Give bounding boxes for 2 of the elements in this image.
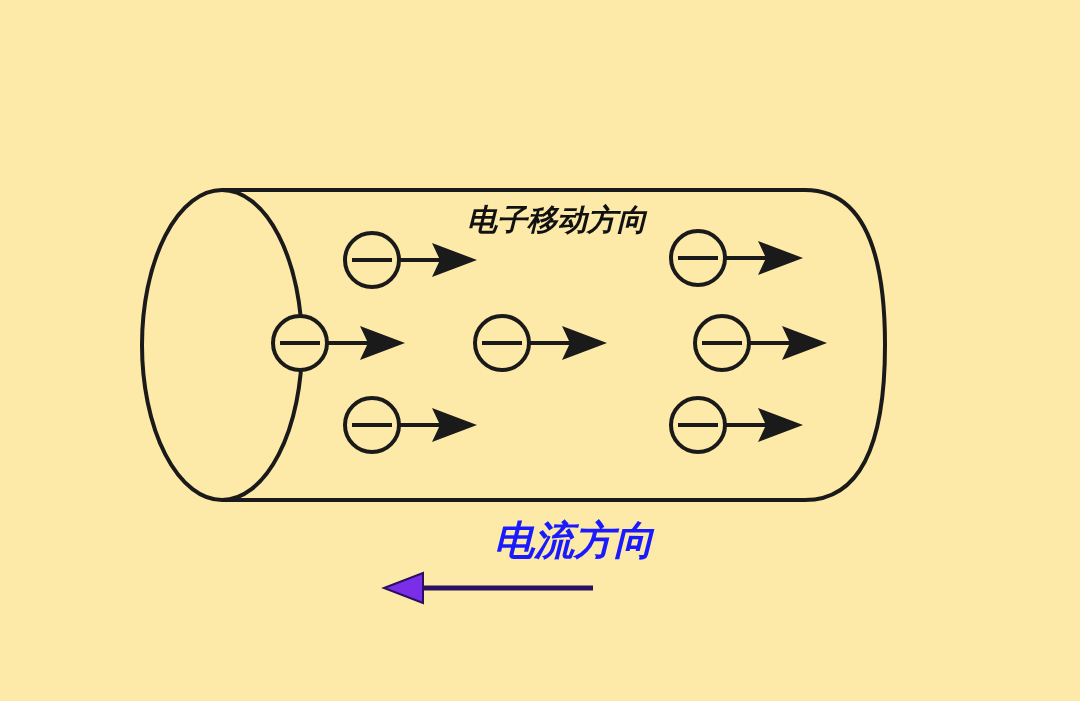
current-direction-label: 电流方向 — [494, 518, 654, 562]
electron-direction-label: 电子移动方向 — [467, 203, 647, 236]
